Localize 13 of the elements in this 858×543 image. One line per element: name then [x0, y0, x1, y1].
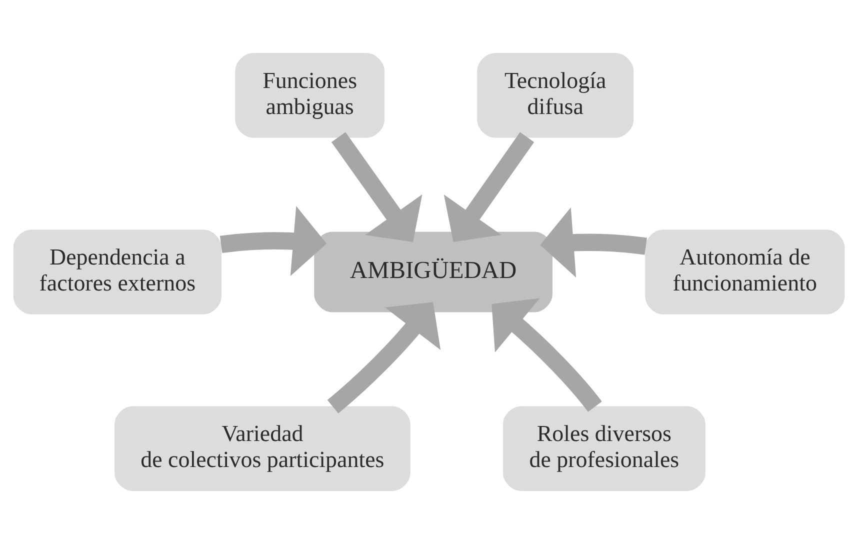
node-box: Autonomía de funcionamiento [645, 229, 845, 314]
arrow [220, 205, 327, 276]
node-box: Roles diversos de profesionales [502, 406, 706, 490]
arrow [444, 132, 534, 242]
node-box: Variedad de colectivos participantes [114, 406, 410, 490]
arrow [540, 206, 647, 277]
node-box: Dependencia a factores externos [13, 229, 222, 314]
arrow [492, 298, 602, 412]
arrow [331, 132, 422, 242]
node-box: Tecnología difusa [477, 52, 634, 138]
node-box: Funciones ambiguas [235, 52, 384, 138]
node-box: AMBIGÜEDAD [314, 231, 552, 312]
arrow [327, 302, 441, 413]
